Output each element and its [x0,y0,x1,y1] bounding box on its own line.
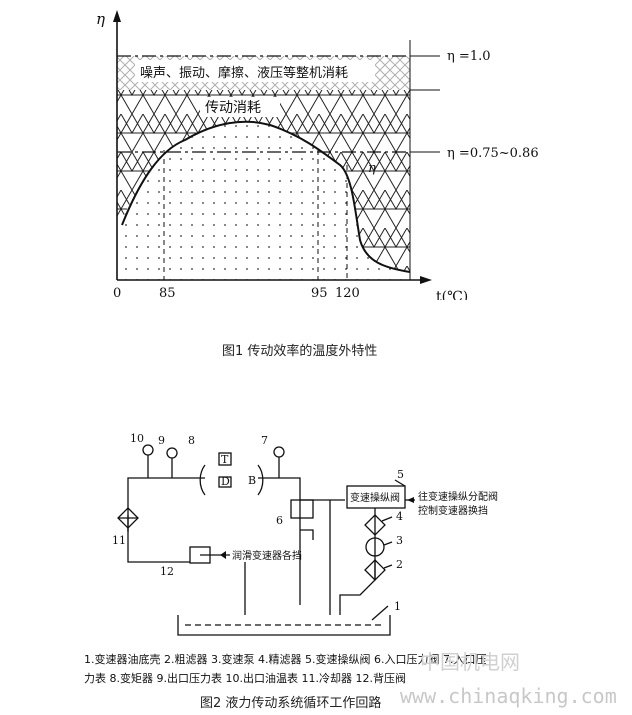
x-axis-label: t(℃) [436,289,468,300]
band-label: 噪声、振动、摩擦、液压等整机消耗 [140,65,348,81]
component-number-8: 8 [188,434,195,447]
figure1-caption: 图1 传动效率的温度外特性 [222,344,378,359]
efficiency-temperature-chart: η t(℃) 0 85 95 120 η =1.0 η =0.75~0.86 η… [96,10,539,300]
component-number-11: 11 [112,534,126,547]
x-tick-120: 120 [335,286,360,300]
component-number-4: 4 [396,510,403,523]
x-tick-0: 0 [113,286,121,300]
component-number-6: 6 [276,514,283,527]
region-label: 传动消耗 [205,100,261,116]
eta-1-label: η =1.0 [447,49,491,64]
x-tick-85: 85 [159,286,176,300]
converter-letter-pump: B [248,474,256,487]
component-number-1: 1 [394,600,401,613]
lube-text: 润滑变速器各挡 [232,549,302,562]
figure2-caption: 图2 液力传动系统循环工作回路 [200,696,382,711]
component-number-9: 9 [158,434,165,447]
component-number-2: 2 [396,558,403,571]
converter-letter-guide: D [221,475,230,488]
efficiency-curve [121,120,411,273]
component-number-10: 10 [130,432,144,445]
component-number-12: 12 [160,565,174,578]
watermark-chinese: 中国机电网 [420,650,520,674]
component-number-5: 5 [397,468,404,481]
curve-label: η [368,161,376,176]
hydraulic-circuit-diagram: T B D 1 2 3 4 5 6 7 8 9 10 11 12 变速操纵阀 往… [112,432,498,636]
x-tick-95: 95 [311,286,328,300]
converter-letter-turbine: T [221,453,229,466]
y-axis-label: η [96,10,105,28]
component-number-7: 7 [261,434,268,447]
eta-range-label: η =0.75~0.86 [447,146,539,161]
component-number-3: 3 [396,534,403,547]
valve-label: 变速操纵阀 [350,491,400,504]
component-legend-line1: 1.变速器油底壳 2.粗滤器 3.变速泵 4.精滤器 5.变速操纵阀 6.入口压… [84,653,487,666]
outlet-text-line1: 往变速操纵分配阀 [418,490,498,503]
component-legend-line2: 力表 8.变矩器 9.出口压力表 10.出口油温表 11.冷却器 12.背压阀 [84,672,406,685]
outlet-text-line2: 控制变速器换挡 [418,504,488,517]
watermark-url: www.chinaqking.com [400,684,617,708]
